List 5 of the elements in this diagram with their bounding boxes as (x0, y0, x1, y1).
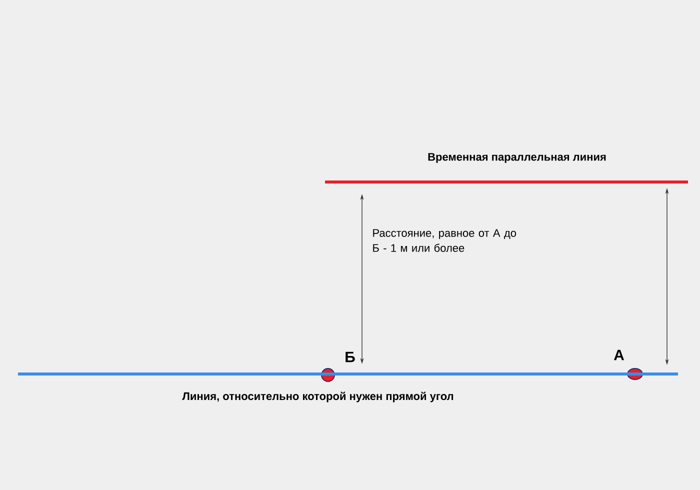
point-label: Б (346, 352, 355, 362)
line-label: Линия, относительно которой нужен прямой угол (182, 392, 454, 402)
line-label: Временная параллельная линия (428, 153, 606, 163)
point-label: А (614, 350, 624, 360)
dimension-label: Расстояние, равное от А до Б - 1 м или более (373, 229, 516, 252)
